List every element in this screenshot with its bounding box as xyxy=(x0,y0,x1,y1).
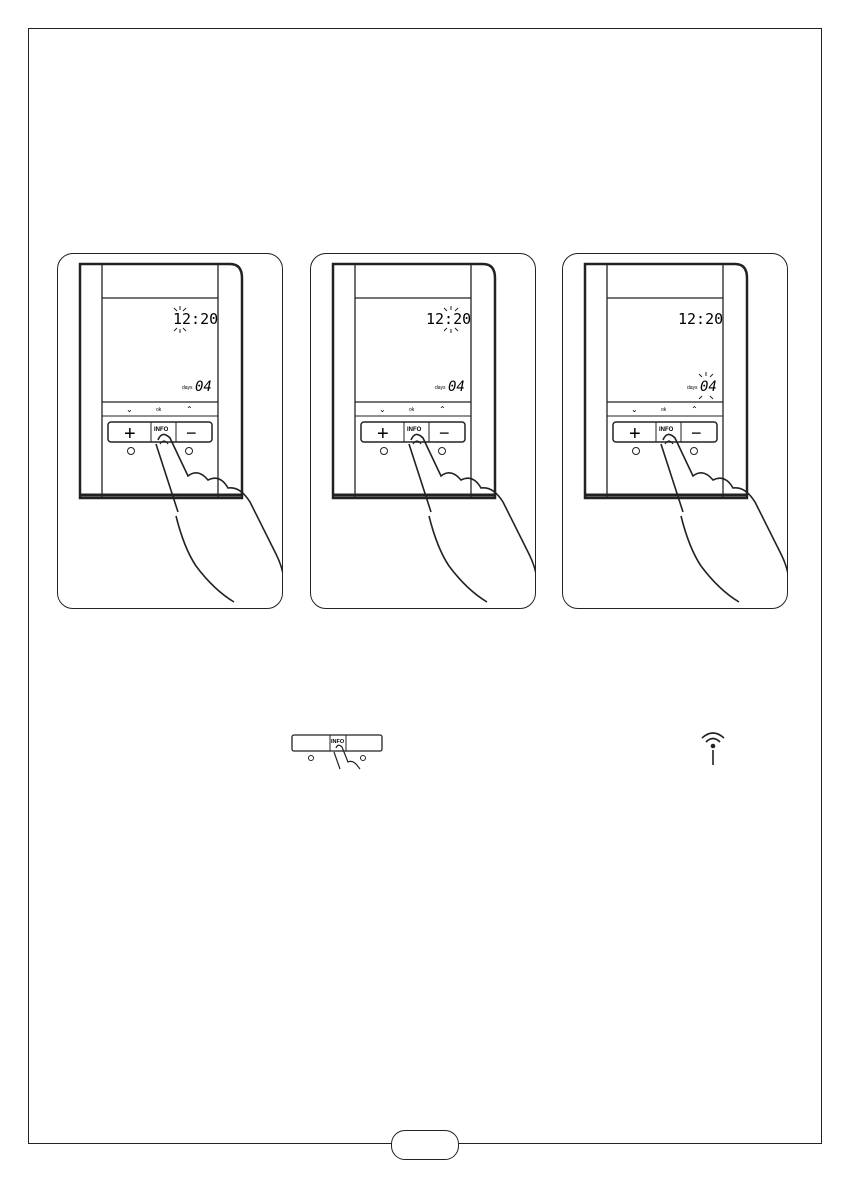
down-label: ⌄ xyxy=(631,405,638,414)
minus-button[interactable]: − xyxy=(186,423,197,443)
down-label: ⌄ xyxy=(126,405,133,414)
hand-pointer-icon xyxy=(334,745,360,769)
up-label: ⌃ xyxy=(439,405,446,414)
lcd-days-label: days xyxy=(182,385,193,391)
info-button-press-icon: INFO xyxy=(290,734,386,770)
wireless-signal-icon xyxy=(698,728,728,768)
fan-icon xyxy=(309,756,314,761)
lcd-days-label: days xyxy=(435,385,446,391)
lcd-days-label: days xyxy=(687,385,698,391)
info-icon xyxy=(439,448,446,455)
thermostat-illustration: 12:20 days 04 ⌄ ok ⌃ + INFO − xyxy=(563,254,788,609)
lcd-days-value: 04 xyxy=(700,379,717,395)
thermostat-illustration: 12:20 days 04 ⌄ ok ⌃ + INFO − xyxy=(311,254,536,609)
ok-label: ok xyxy=(661,407,667,413)
hand-pointer-icon xyxy=(156,434,283,602)
fan-icon xyxy=(381,448,388,455)
ok-label: ok xyxy=(156,407,162,413)
fan-icon xyxy=(128,448,135,455)
lcd-time: 12:20 xyxy=(678,310,723,328)
ok-label: ok xyxy=(409,407,415,413)
down-label: ⌄ xyxy=(379,405,386,414)
plus-button[interactable]: + xyxy=(629,423,641,445)
hand-pointer-icon xyxy=(409,434,536,602)
lcd-time: 12:20 xyxy=(173,310,218,328)
hand-pointer-icon xyxy=(661,434,788,602)
lcd-days-value: 04 xyxy=(195,379,212,395)
up-label: ⌃ xyxy=(186,405,193,414)
plus-button[interactable]: + xyxy=(377,423,389,445)
panel-step-1: 12:20 days 04 ⌄ ok ⌃ + INFO − xyxy=(57,253,283,609)
info-icon xyxy=(186,448,193,455)
info-icon xyxy=(361,756,366,761)
info-icon xyxy=(691,448,698,455)
plus-button[interactable]: + xyxy=(124,423,136,445)
info-button[interactable]: INFO xyxy=(407,427,422,433)
minus-button[interactable]: − xyxy=(691,423,702,443)
info-button[interactable]: INFO xyxy=(659,427,674,433)
fan-icon xyxy=(633,448,640,455)
thermostat-illustration: 12:20 days 04 ⌄ ok ⌃ + INFO − xyxy=(58,254,283,609)
panel-step-3: 12:20 days 04 ⌄ ok ⌃ + INFO − xyxy=(562,253,788,609)
lcd-days-value: 04 xyxy=(448,379,465,395)
minus-button[interactable]: − xyxy=(439,423,450,443)
panel-step-2: 12:20 days 04 ⌄ ok ⌃ + INFO − xyxy=(310,253,536,609)
page-number-tab xyxy=(391,1130,459,1160)
up-label: ⌃ xyxy=(691,405,698,414)
info-button[interactable]: INFO xyxy=(154,427,169,433)
lcd-time: 12:20 xyxy=(426,310,471,328)
info-label: INFO xyxy=(331,739,345,745)
